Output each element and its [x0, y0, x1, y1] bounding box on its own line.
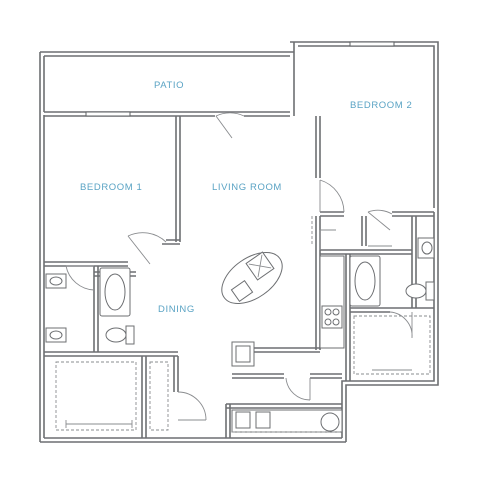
bathtub-1-basin [104, 273, 126, 311]
interior-walls [44, 111, 434, 438]
dryer [255, 411, 271, 429]
doors [65, 112, 413, 421]
window-bedroom2 [349, 41, 395, 47]
range [321, 305, 343, 329]
bath1-fixtures [45, 267, 135, 345]
door-bath1 [65, 265, 95, 291]
label-dining: DINING [158, 304, 195, 315]
window-bedroom1 [85, 111, 131, 117]
windows [85, 41, 395, 117]
door-hall [319, 179, 345, 213]
kitchen [221, 251, 345, 433]
door-bedroom1 [127, 232, 167, 265]
bathtub-2-basin [354, 261, 376, 301]
label-patio: PATIO [154, 80, 184, 91]
kitchen-island [221, 252, 283, 304]
door-bedroom2 [367, 209, 393, 247]
label-bedroom2: BEDROOM 2 [350, 100, 412, 111]
label-bedroom1: BEDROOM 1 [80, 182, 142, 193]
label-living-room: LIVING ROOM [212, 182, 282, 193]
door-living [215, 112, 245, 139]
door-kitchen [285, 377, 311, 401]
room-labels: PATIO BEDROOM 2 BEDROOM 1 LIVING ROOM DI… [80, 80, 412, 315]
bath2-fixtures [349, 237, 435, 307]
water-heater [320, 412, 340, 432]
door-closet [177, 391, 207, 421]
toilet-1-bowl [105, 327, 127, 343]
door-closet2 [319, 229, 336, 250]
counter-right [319, 255, 345, 349]
toilet-1-tank [125, 325, 135, 345]
washer [235, 411, 251, 429]
island-cooktop [230, 279, 254, 303]
closets [55, 216, 431, 431]
toilet-2-tank [425, 281, 435, 301]
toilet-2-bowl [405, 283, 427, 299]
